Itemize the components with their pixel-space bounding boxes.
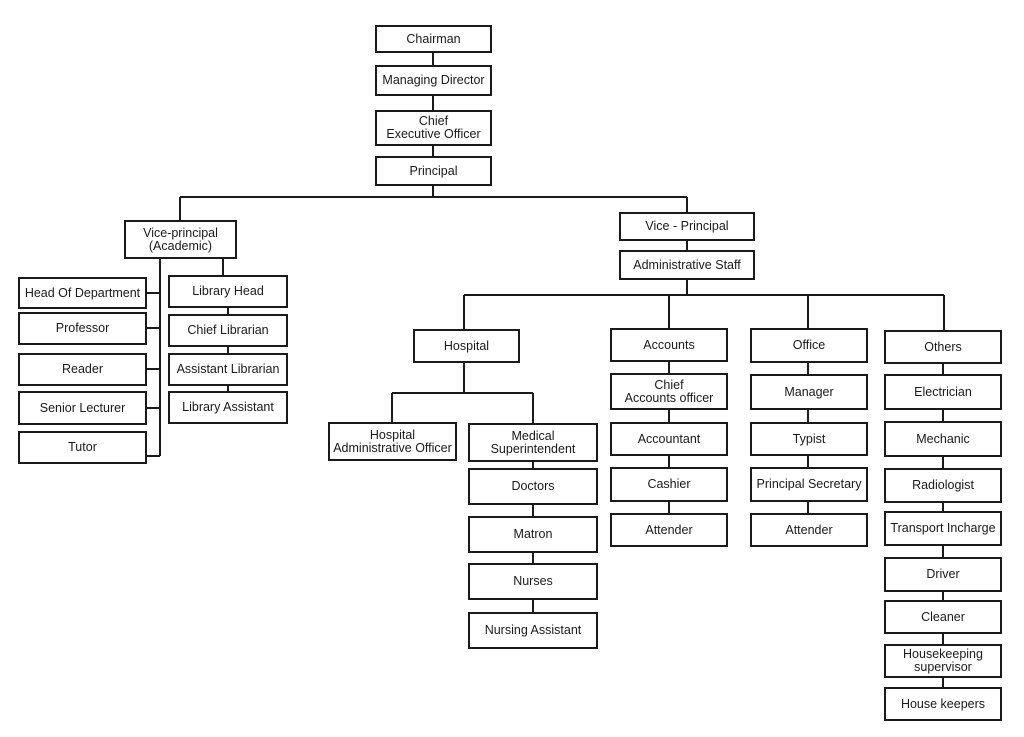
- hospital-box: Hospital: [413, 329, 520, 363]
- doctors-box: Doctors: [468, 468, 598, 505]
- manager-box: Manager: [750, 374, 868, 410]
- accounts-attender-box: Attender: [610, 513, 728, 547]
- principal-secretary-box: Principal Secretary: [750, 467, 868, 502]
- senior-lecturer-box: Senior Lecturer: [18, 391, 147, 425]
- others-box: Others: [884, 330, 1002, 364]
- vice-principal-admin-box: Vice - Principal: [619, 212, 755, 241]
- principal-box: Principal: [375, 156, 492, 186]
- hospital-admin-officer-box: Hospital Administrative Officer: [328, 422, 457, 461]
- typist-box: Typist: [750, 422, 868, 456]
- chief-librarian-box: Chief Librarian: [168, 314, 288, 347]
- nurses-box: Nurses: [468, 563, 598, 600]
- library-assistant-box: Library Assistant: [168, 391, 288, 424]
- nursing-assistant-box: Nursing Assistant: [468, 612, 598, 649]
- cleaner-box: Cleaner: [884, 600, 1002, 634]
- library-head-box: Library Head: [168, 275, 288, 308]
- administrative-staff-box: Administrative Staff: [619, 250, 755, 280]
- vice-principal-academic-box: Vice-principal (Academic): [124, 220, 237, 259]
- head-of-department-box: Head Of Department: [18, 277, 147, 309]
- professor-box: Professor: [18, 312, 147, 345]
- office-box: Office: [750, 328, 868, 363]
- accountant-box: Accountant: [610, 422, 728, 456]
- reader-box: Reader: [18, 353, 147, 386]
- office-attender-box: Attender: [750, 513, 868, 547]
- radiologist-box: Radiologist: [884, 468, 1002, 503]
- house-keepers-box: House keepers: [884, 687, 1002, 721]
- driver-box: Driver: [884, 557, 1002, 592]
- mechanic-box: Mechanic: [884, 421, 1002, 457]
- matron-box: Matron: [468, 516, 598, 553]
- ceo-box: Chief Executive Officer: [375, 110, 492, 146]
- medical-superintendent-box: Medical Superintendent: [468, 423, 598, 462]
- accounts-box: Accounts: [610, 328, 728, 362]
- housekeeping-supervisor-box: Housekeeping supervisor: [884, 644, 1002, 678]
- managing-director-box: Managing Director: [375, 65, 492, 96]
- assistant-librarian-box: Assistant Librarian: [168, 353, 288, 386]
- tutor-box: Tutor: [18, 431, 147, 464]
- transport-incharge-box: Transport Incharge: [884, 511, 1002, 546]
- electrician-box: Electrician: [884, 374, 1002, 410]
- chairman-box: Chairman: [375, 25, 492, 53]
- chief-accounts-officer-box: Chief Accounts officer: [610, 373, 728, 410]
- cashier-box: Cashier: [610, 467, 728, 502]
